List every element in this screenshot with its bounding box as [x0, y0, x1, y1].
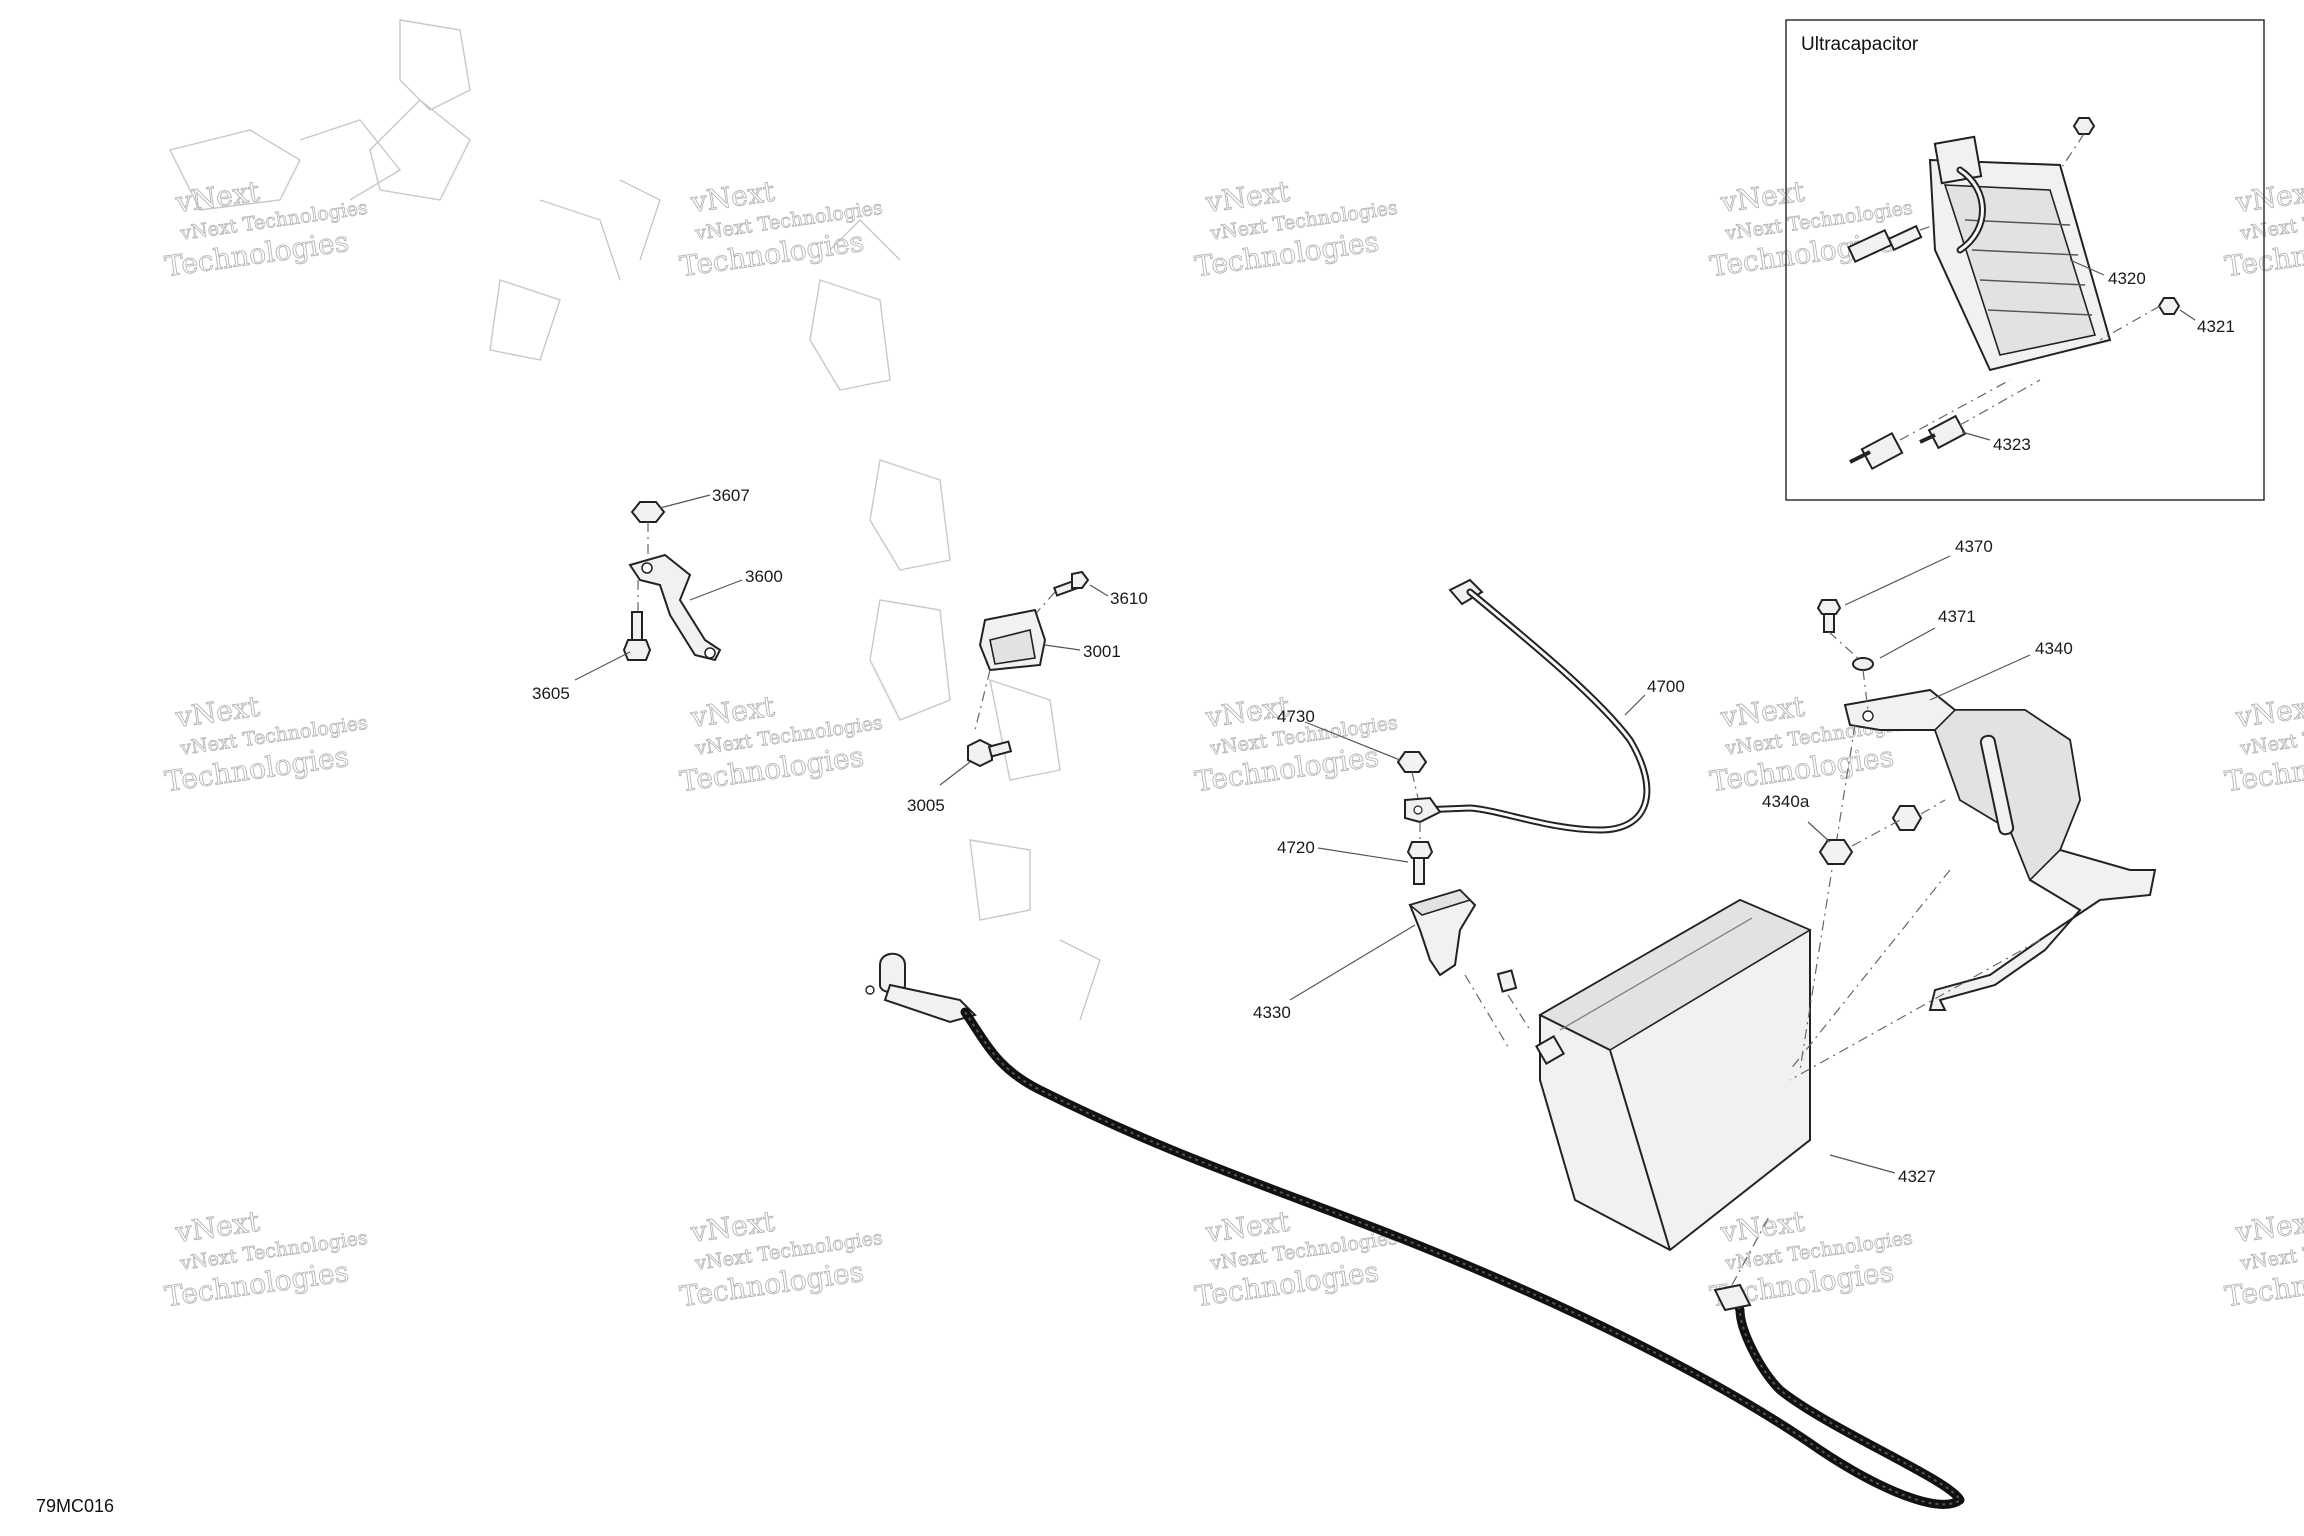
inset-stud-bolt[interactable] [1847, 224, 1923, 264]
callout-3607: 3607 [712, 486, 750, 505]
watermark-mark: vNext [2233, 690, 2304, 735]
bolt-3605[interactable] [622, 611, 652, 661]
inset-spacer-2[interactable] [1919, 414, 1967, 450]
callout-4371: 4371 [1938, 607, 1976, 626]
nut-4340a-1[interactable] [1818, 839, 1854, 865]
inset-side-nut[interactable] [2157, 297, 2181, 315]
inset-top-nut[interactable] [2072, 117, 2096, 135]
inset-title: Ultracapacitor [1801, 34, 1919, 55]
battery-cable-4700[interactable] [1404, 578, 1651, 834]
callout-4321: 4321 [2197, 317, 2235, 336]
callout-3001: 3001 [1083, 642, 1121, 661]
screw-3005[interactable] [967, 738, 1013, 768]
terminal-screw[interactable] [1496, 969, 1518, 993]
strap-3600[interactable] [628, 553, 722, 662]
callout-3600: 3600 [745, 567, 783, 586]
relay-3001[interactable] [978, 608, 1047, 672]
relay-group: 3610 3001 3005 [907, 570, 1148, 815]
main-harness-cable[interactable] [865, 952, 1965, 1509]
ultracapacitor-module[interactable] [1928, 135, 2112, 372]
screw-3610[interactable] [1053, 570, 1090, 597]
inset-spacer-1[interactable] [1849, 431, 1904, 471]
ultracapacitor-inset: Ultracapacitor [1785, 19, 2265, 501]
callout-4320: 4320 [2108, 269, 2146, 288]
washer-4371[interactable] [1852, 657, 1874, 671]
callout-4323: 4323 [1993, 435, 2031, 454]
callout-3610: 3610 [1110, 589, 1148, 608]
callout-3605: 3605 [532, 684, 570, 703]
watermark-mark: vNext [2233, 175, 2304, 220]
battery-4327[interactable] [1534, 898, 1812, 1252]
inset-frame [1785, 19, 2265, 501]
ground-strap-group: 3607 3600 3605 [532, 486, 783, 703]
callout-3005: 3005 [907, 796, 945, 815]
nut-3607[interactable] [630, 501, 666, 523]
watermark-mark: vNext [2233, 1205, 2304, 1250]
callout-4730: 4730 [1277, 707, 1315, 726]
callout-4327: 4327 [1898, 1167, 1936, 1186]
ghosted-frame-outline [168, 19, 1101, 1021]
callout-4720: 4720 [1277, 838, 1315, 857]
callout-4340a: 4340a [1762, 792, 1810, 811]
callout-4700: 4700 [1647, 677, 1685, 696]
callout-4340: 4340 [2035, 639, 2073, 658]
terminal-cover-4330[interactable] [1408, 888, 1477, 977]
screw-4370[interactable] [1816, 599, 1842, 633]
callout-4370: 4370 [1955, 537, 1993, 556]
battery-bracket-4340[interactable] [1843, 688, 2157, 1011]
nut-4340a-2[interactable] [1891, 805, 1923, 831]
figure-code: 79MC016 [36, 1496, 114, 1516]
nut-4730[interactable] [1396, 751, 1428, 773]
callout-4330: 4330 [1253, 1003, 1291, 1022]
bolt-4720[interactable] [1406, 841, 1434, 885]
